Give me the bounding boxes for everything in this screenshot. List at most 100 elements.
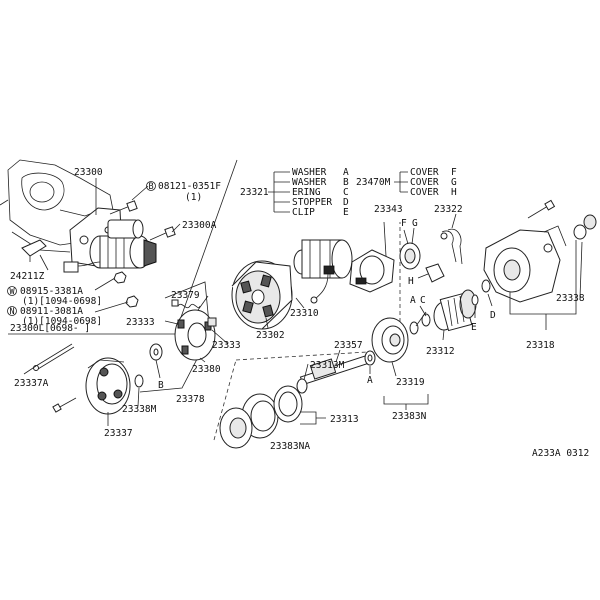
legend-23321-part: 23321 — [240, 187, 269, 198]
label-08911-qty: (1)[1094-0698] — [22, 316, 102, 327]
legend-23470M-part: 23470M — [356, 177, 391, 188]
label-23319: 23319 — [396, 377, 425, 388]
label-B: B — [158, 380, 164, 391]
internal-gear-23313 — [241, 385, 303, 439]
clip-E — [471, 294, 479, 306]
circle-mark-b — [146, 181, 156, 191]
label-08121-0351F: 08121-0351F — [158, 181, 221, 192]
legend-23321-item-code: E — [343, 207, 349, 218]
bushing-23338 — [573, 214, 597, 240]
legend-23321-item-code: A — [343, 167, 349, 178]
legend-23470M-item-name: COVER — [410, 177, 439, 188]
solenoid-switch-23343 — [349, 221, 395, 293]
starter-assembly-23300 — [63, 207, 157, 273]
circle-mark-b-letter: B — [149, 182, 154, 192]
label-08915-qty: (1)[1094-0698] — [22, 296, 102, 307]
label-23338: 23338 — [556, 293, 585, 304]
label-G: G — [412, 218, 418, 229]
rear-cover-23337 — [85, 357, 131, 415]
label-23383NA: 23383NA — [270, 441, 310, 452]
gear-23313M — [296, 363, 309, 394]
legend-23470M-item-code: G — [451, 177, 457, 188]
label-23333-a: 23333 — [126, 317, 155, 328]
label-23378: 23378 — [176, 394, 205, 405]
label-A-right: A — [410, 295, 416, 306]
diagram-code: A233A 0312 — [532, 448, 589, 459]
label-23300: 23300 — [74, 167, 103, 178]
cover-H — [417, 263, 445, 283]
legend-23470M-items: COVER F COVER G COVER H — [410, 167, 457, 198]
legend-bracket-23470M — [394, 171, 408, 193]
front-housing-23318 — [483, 225, 567, 303]
label-23333-b: 23333 — [212, 340, 241, 351]
label-F: F — [401, 218, 407, 229]
circle-mark-n-letter: N — [10, 307, 15, 317]
legend-bracket-23321 — [268, 171, 290, 213]
nut-08915-3381A — [113, 271, 127, 284]
legend-23321-item-name: WASHER — [292, 177, 327, 188]
legend-23321-items: WASHER A WASHER B ERING C STOPPER D CLIP… — [292, 167, 349, 218]
label-23302: 23302 — [256, 330, 285, 341]
bolt-upper-right — [527, 199, 556, 219]
legend-23321-item-code: B — [343, 177, 349, 188]
label-23313: 23313 — [330, 414, 359, 425]
label-23313M: 23313M — [310, 360, 345, 371]
label-08911-3081A: 08911-3081A — [20, 306, 83, 317]
legend-23321-item-name: STOPPER — [292, 197, 332, 208]
label-H: H — [408, 276, 414, 287]
bushing-23338M — [134, 374, 144, 388]
ering-C — [421, 313, 431, 327]
label-23322: 23322 — [434, 204, 463, 215]
label-23318: 23318 — [526, 340, 555, 351]
label-23343: 23343 — [374, 204, 403, 215]
label-C: C — [420, 295, 426, 306]
circle-mark-w — [7, 286, 17, 296]
shift-lever-23322 — [440, 213, 463, 265]
circle-mark-w-letter: W — [10, 287, 16, 297]
label-23337A: 23337A — [14, 378, 49, 389]
brush-spring-23379 — [171, 299, 201, 309]
legend-23321-item-code: D — [343, 197, 349, 208]
cover-24211Z — [21, 239, 47, 262]
label-D: D — [490, 310, 496, 321]
washer-B — [149, 343, 163, 361]
cover-F-G — [399, 227, 421, 270]
brush-23333 — [207, 317, 217, 327]
gear-case-23383NA — [219, 407, 253, 449]
bolt-23300A — [149, 226, 176, 241]
label-08915-3381A: 08915-3381A — [20, 286, 83, 297]
label-23312: 23312 — [426, 346, 455, 357]
bolt-08121-0351F — [109, 200, 138, 215]
label-23300A: 23300A — [182, 220, 217, 231]
circle-mark-n — [7, 306, 17, 316]
screw-small — [52, 397, 77, 413]
label-23380: 23380 — [192, 364, 221, 375]
legend-23470M-item-name: COVER — [410, 187, 439, 198]
label-23337: 23337 — [104, 428, 133, 439]
label-23310: 23310 — [290, 308, 319, 319]
label-08121-qty: (1) — [185, 192, 202, 203]
label-A-mid: A — [367, 375, 373, 386]
pinion-23312 — [433, 289, 477, 332]
label-23383N: 23383N — [392, 411, 427, 422]
legend-23470M-item-name: COVER — [410, 167, 439, 178]
washer-A-right — [409, 321, 419, 335]
yoke-armature-23302 — [231, 260, 293, 330]
legend-23321-item-name: CLIP — [292, 207, 315, 218]
legend-23321-item-name: ERING — [292, 187, 321, 198]
legend-23470M-item-code: H — [451, 187, 457, 198]
nut-08911-3081A — [125, 295, 139, 308]
label-23300L: 23300L[0698- ] — [10, 323, 90, 334]
legend-23321-item-name: WASHER — [292, 167, 327, 178]
label-23338M: 23338M — [122, 404, 157, 415]
shaft-23357 — [299, 349, 371, 386]
through-bolt-23337A — [33, 343, 75, 371]
legend-23321-item-code: C — [343, 187, 349, 198]
washer-A-mid — [364, 350, 376, 366]
label-E: E — [471, 322, 477, 333]
stopper-D — [481, 279, 491, 293]
clutch-23319 — [371, 317, 409, 363]
label-24211Z: 24211Z — [10, 271, 45, 282]
label-23379: 23379 — [171, 290, 200, 301]
